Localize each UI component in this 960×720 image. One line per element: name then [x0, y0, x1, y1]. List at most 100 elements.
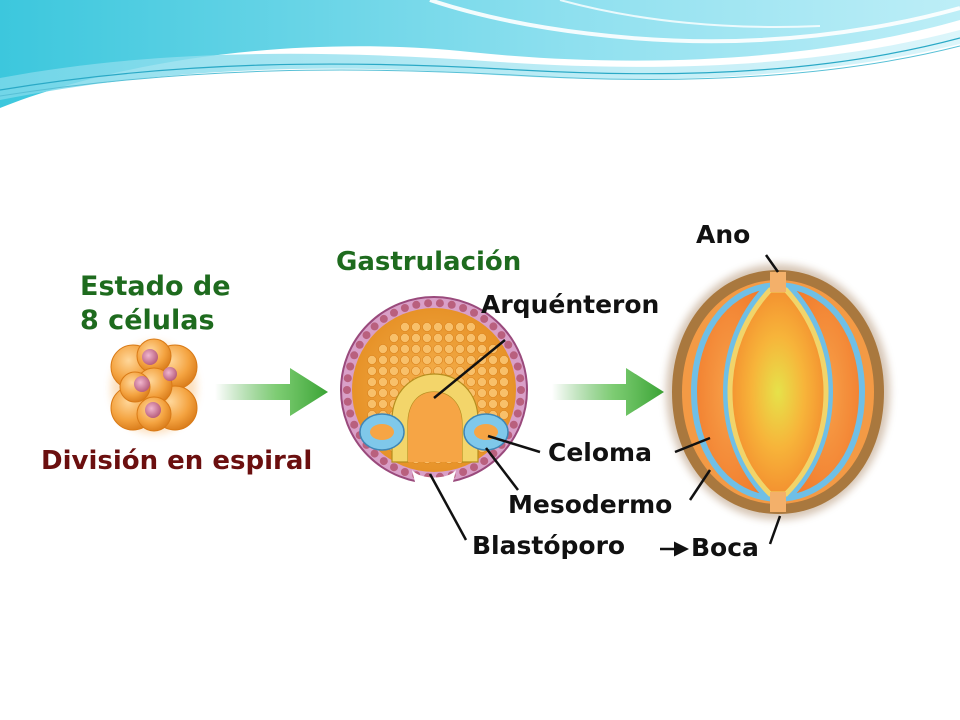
yolk-cell	[411, 366, 421, 376]
yolk-cell	[433, 333, 443, 343]
arrow-right-icon	[552, 368, 664, 416]
yolk-cell	[378, 388, 388, 398]
ectoderm-cell	[390, 463, 398, 472]
yolk-cell	[422, 355, 432, 365]
ectoderm-cell	[470, 308, 478, 317]
yolk-cell	[400, 322, 410, 332]
yolk-cell	[411, 322, 421, 332]
yolk-cell	[444, 333, 454, 343]
yolk-cell	[422, 344, 432, 354]
yolk-cell	[477, 399, 487, 409]
yolk-cell	[466, 377, 476, 387]
yolk-cell	[411, 355, 421, 365]
mouth-label: Boca	[691, 533, 759, 562]
yolk-cell	[367, 388, 377, 398]
mesoderm-label: Mesodermo	[508, 490, 673, 519]
ectoderm-cell	[370, 322, 379, 331]
ectoderm-cell	[497, 331, 506, 340]
ectoderm-cell	[516, 374, 525, 383]
yolk-cell	[477, 366, 487, 376]
yolk-cell	[488, 355, 498, 365]
yolk-cell	[466, 355, 476, 365]
yolk-cell	[488, 388, 498, 398]
yolk-cell	[367, 399, 377, 409]
yolk-cell	[488, 377, 498, 387]
yolk-cell	[444, 355, 454, 365]
yolk-cell	[444, 366, 454, 376]
ectoderm-cell	[350, 351, 359, 360]
eight-cell-stage-line2: 8 células	[80, 305, 215, 336]
ectoderm-cell	[343, 397, 352, 406]
ectoderm-cell	[470, 463, 478, 472]
yolk-cell	[455, 333, 465, 343]
yolk-cell	[367, 377, 377, 387]
yolk-cell	[367, 355, 377, 365]
ectoderm-cell	[447, 300, 456, 309]
yolk-cell	[400, 366, 410, 376]
ectoderm-cell	[435, 299, 444, 308]
yolk-cell	[499, 377, 509, 387]
ectoderm-cell	[346, 409, 355, 418]
ectoderm-cell	[400, 468, 409, 476]
yolk-cell	[433, 355, 443, 365]
ectoderm-cell	[509, 420, 518, 429]
yolk-cell	[389, 344, 399, 354]
blastopore-label: Blastóporo	[472, 531, 626, 560]
ectoderm-cell	[390, 308, 398, 317]
yolk-cell	[389, 355, 399, 365]
yolk-cell	[400, 333, 410, 343]
ectoderm-cell	[513, 362, 522, 371]
yolk-cell	[400, 344, 410, 354]
gastrula-embryo	[340, 296, 528, 491]
yolk-cell	[378, 377, 388, 387]
ectoderm-cell	[343, 374, 352, 383]
yolk-cell	[477, 333, 487, 343]
yolk-cell	[488, 366, 498, 376]
yolk-cell	[422, 333, 432, 343]
ectoderm-cell	[370, 449, 379, 458]
spiral-cleavage-label: División en espiral	[41, 446, 313, 476]
ectoderm-cell	[400, 304, 409, 312]
yolk-cell	[378, 355, 388, 365]
yolk-cell	[411, 344, 421, 354]
yolk-cell	[466, 333, 476, 343]
yolk-cell	[389, 366, 399, 376]
eight-cell-embryo	[110, 338, 198, 434]
yolk-cell	[422, 322, 432, 332]
ectoderm-cell	[480, 314, 489, 323]
arrow-right-icon	[215, 368, 328, 416]
yolk-cell	[466, 322, 476, 332]
yolk-cell	[378, 366, 388, 376]
coelomate-embryo	[666, 264, 890, 520]
archenteron-label: Arquénteron	[481, 290, 660, 319]
ectoderm-cell	[343, 386, 351, 394]
yolk-cell	[499, 355, 509, 365]
yolk-cell	[499, 410, 509, 420]
ectoderm-cell	[517, 386, 525, 394]
yolk-cell	[411, 333, 421, 343]
ectoderm-cell	[350, 420, 359, 429]
ectoderm-cell	[424, 299, 433, 308]
yolk-cell	[389, 388, 399, 398]
ectoderm-cell	[509, 351, 518, 360]
ectoderm-cell	[489, 322, 498, 331]
yolk-cell	[367, 366, 377, 376]
yolk-cell	[378, 344, 388, 354]
yolk-cell	[400, 355, 410, 365]
yolk-cell	[433, 344, 443, 354]
yolk-cell	[455, 322, 465, 332]
ectoderm-cell	[379, 457, 388, 466]
ectoderm-cell	[504, 340, 513, 349]
coelom-label: Celoma	[548, 438, 652, 467]
yolk-cell	[444, 344, 454, 354]
ectoderm-cell	[412, 300, 421, 309]
yolk-cell	[389, 377, 399, 387]
yolk-cell	[455, 344, 465, 354]
eight-cell-stage-line1: Estado de	[80, 271, 231, 302]
yolk-cell	[466, 344, 476, 354]
yolk-cell	[499, 388, 509, 398]
ectoderm-cell	[459, 304, 468, 312]
yolk-cell	[499, 399, 509, 409]
yolk-cell	[477, 344, 487, 354]
